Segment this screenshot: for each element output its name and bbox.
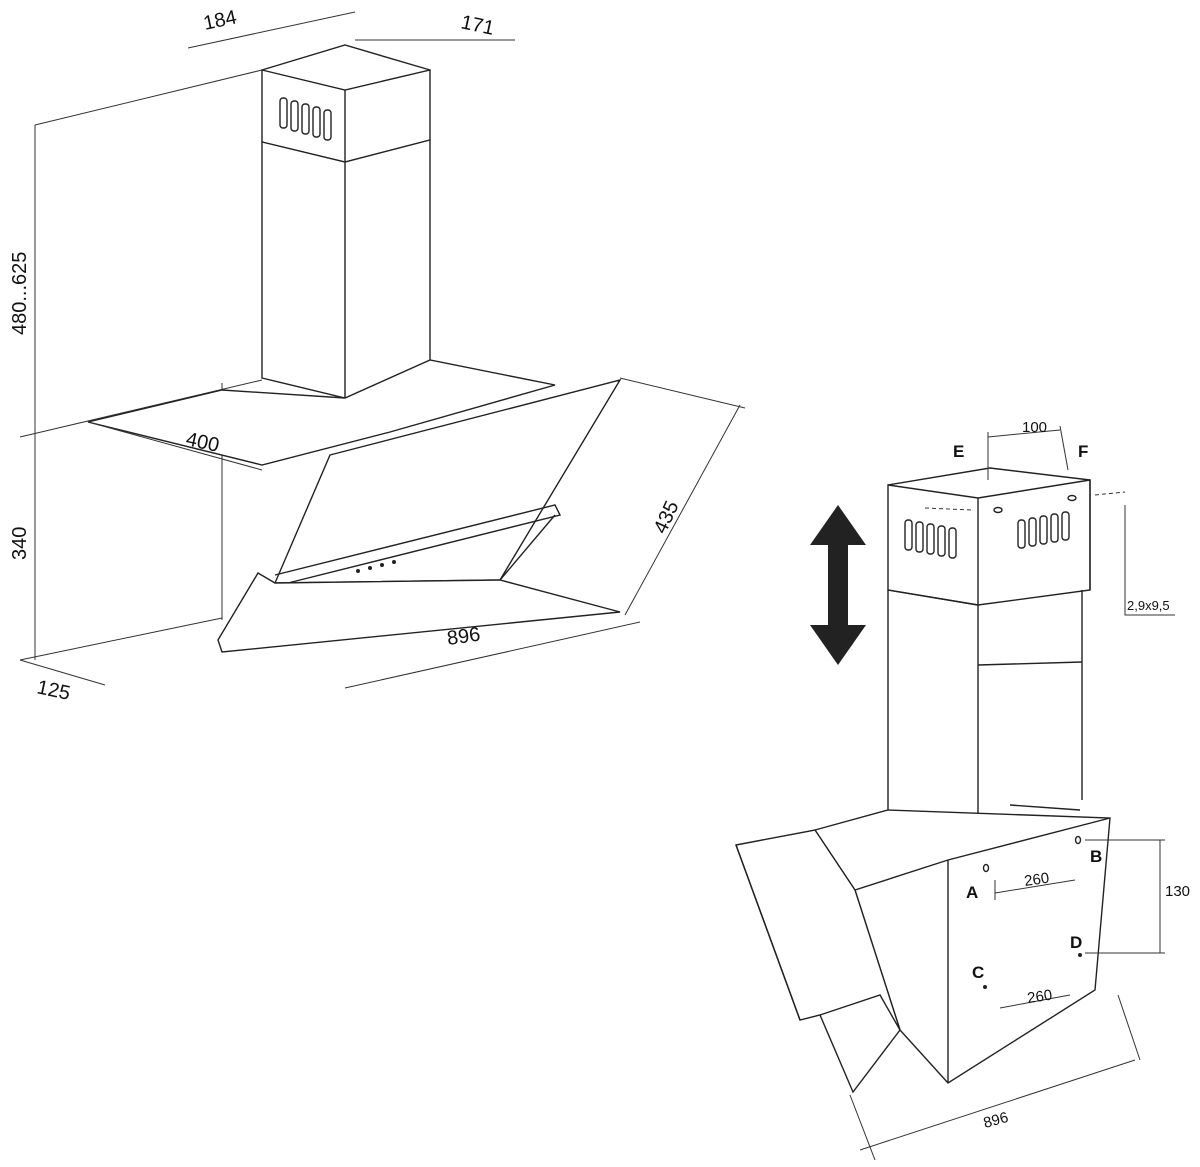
point-f-label: F [1078,442,1088,461]
hood-body [217,572,621,653]
point-b-label: B [1090,847,1102,866]
dim-bottom-depth: 125 [35,676,72,704]
point-d-label: D [1070,933,1082,952]
dim-top-width: 171 [459,11,496,39]
dim-ab-spacing: 260 [1023,870,1050,890]
dim-top-depth: 184 [201,6,238,34]
dim-hood-height: 340 [9,527,31,560]
frame-vent-slots-left [904,519,957,559]
left-hood-drawing: 184 171 480...625 400 340 435 896 125 [9,6,746,705]
point-e-label: E [953,442,964,461]
right-hood-drawing: E F A B C D 100 2,9x9,5 260 260 130 896 [735,419,1190,1161]
lower-chimney [261,139,431,399]
dim-cd-spacing: 260 [1026,987,1053,1007]
dim-width-right: 896 [982,1109,1011,1132]
point-c-label: C [972,963,984,982]
chimney-vent-slots [279,97,332,141]
dim-width: 896 [446,624,482,650]
floor-line [19,617,223,661]
hood-body-right [735,809,1111,1094]
dim-chimney-height: 480...625 [9,252,31,335]
dim-screw: 2,9x9,5 [1127,598,1170,613]
dim-glass-depth: 435 [650,498,684,538]
adjust-height-arrow-icon [810,505,866,665]
dim-bd-vertical: 130 [1165,883,1190,900]
dim-ef-spacing: 100 [1022,419,1047,436]
chimney-frame [887,467,1126,840]
canopy-top [87,359,556,466]
control-buttons [356,560,396,573]
ceiling-line [34,69,263,126]
point-a-label: A [966,883,978,902]
frame-vent-slots-right [1017,511,1070,549]
